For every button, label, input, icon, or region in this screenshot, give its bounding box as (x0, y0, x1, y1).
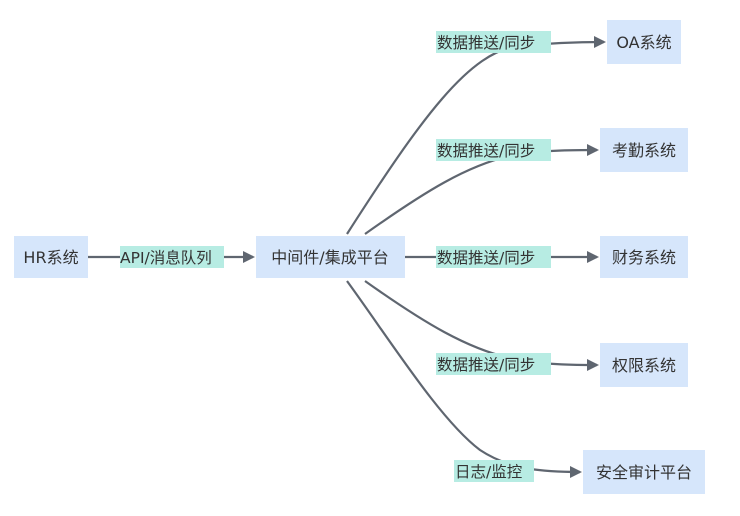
node-label: 安全审计平台 (596, 463, 692, 482)
edge-middleware-to-attendance (364, 144, 599, 235)
node-attendance-system[interactable]: 考勤系统 (600, 128, 688, 172)
node-label: 权限系统 (612, 356, 676, 375)
edge-label-text: 数据推送/同步 (437, 356, 535, 374)
node-middleware[interactable]: 中间件/集成平台 (256, 236, 405, 278)
edge-label-text: 日志/监控 (455, 463, 522, 481)
node-permission-system[interactable]: 权限系统 (600, 343, 688, 387)
edge-middleware-to-permission (364, 280, 599, 371)
edge-label-to-oa: 数据推送/同步 (436, 31, 551, 53)
edge-label-to-finance: 数据推送/同步 (436, 246, 551, 268)
edge-label-to-attendance: 数据推送/同步 (436, 139, 551, 161)
edge-label-text: API/消息队列 (120, 249, 212, 267)
edge-label-to-audit: 日志/监控 (454, 460, 534, 482)
node-oa-system[interactable]: OA系统 (607, 20, 681, 64)
node-hr-system[interactable]: HR系统 (14, 236, 88, 278)
edge-label-hr-to-middleware: API/消息队列 (120, 246, 224, 268)
node-label: 考勤系统 (612, 141, 676, 160)
edge-label-to-permission: 数据推送/同步 (436, 353, 551, 375)
edge-label-text: 数据推送/同步 (437, 249, 535, 267)
edge-middleware-to-oa (346, 36, 606, 235)
edge-label-text: 数据推送/同步 (437, 34, 535, 52)
node-label: 财务系统 (612, 248, 676, 267)
node-label: HR系统 (23, 248, 78, 267)
node-finance-system[interactable]: 财务系统 (600, 236, 688, 278)
node-label: OA系统 (616, 33, 671, 52)
edge-middleware-to-audit (346, 280, 582, 478)
node-audit-platform[interactable]: 安全审计平台 (583, 450, 705, 494)
edge-label-text: 数据推送/同步 (437, 142, 535, 160)
node-label: 中间件/集成平台 (271, 248, 388, 267)
